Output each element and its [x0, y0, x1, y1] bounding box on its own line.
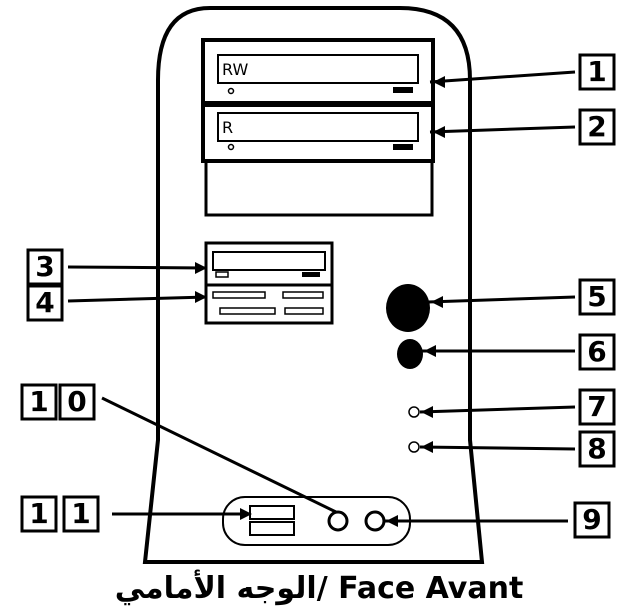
audio-jack-mic	[327, 510, 349, 532]
label-7: 7	[578, 388, 616, 426]
pointer-lines	[67, 70, 576, 523]
label-6: 6	[578, 333, 616, 371]
label-11: 1 1	[20, 495, 100, 533]
svg-text:1: 1	[29, 385, 48, 418]
label-9: 9	[573, 501, 611, 539]
arrowheads	[195, 76, 445, 527]
label-4: 4	[26, 284, 64, 322]
audio-jack-headphone	[364, 510, 386, 532]
floppy-drive	[204, 241, 334, 287]
reset-button	[397, 339, 423, 369]
svg-text:3: 3	[35, 250, 54, 283]
svg-text:2: 2	[587, 110, 606, 143]
svg-text:0: 0	[67, 385, 86, 418]
optical-drive-r: R	[201, 101, 435, 163]
svg-text:1: 1	[29, 497, 48, 530]
label-10: 1 0	[20, 383, 96, 421]
svg-text:1: 1	[71, 497, 90, 530]
label-2: 2	[578, 108, 616, 146]
svg-text:9: 9	[582, 503, 601, 536]
drive-label-rw: RW	[222, 60, 248, 79]
card-reader	[204, 283, 334, 325]
usb-port-bottom	[249, 521, 295, 536]
label-1: 1	[578, 53, 616, 91]
power-button	[386, 284, 430, 332]
front-io-panel	[222, 496, 411, 546]
svg-text:8: 8	[587, 432, 606, 465]
optical-drive-rw: RW	[201, 38, 435, 107]
diagram-caption: الوجه الأمامي/ Face Avant	[115, 569, 524, 606]
svg-text:1: 1	[587, 55, 606, 88]
svg-text:6: 6	[587, 335, 606, 368]
label-5: 5	[578, 278, 616, 316]
svg-text:5: 5	[587, 280, 606, 313]
usb-port-top	[249, 505, 295, 520]
empty-drive-bay	[204, 159, 434, 217]
label-3: 3	[26, 248, 64, 286]
svg-text:4: 4	[35, 286, 54, 319]
svg-text:7: 7	[587, 390, 606, 423]
label-8: 8	[578, 430, 616, 468]
hdd-led	[408, 441, 420, 453]
tower-case	[142, 6, 485, 564]
drive-label-r: R	[222, 118, 233, 137]
power-led	[408, 406, 420, 418]
